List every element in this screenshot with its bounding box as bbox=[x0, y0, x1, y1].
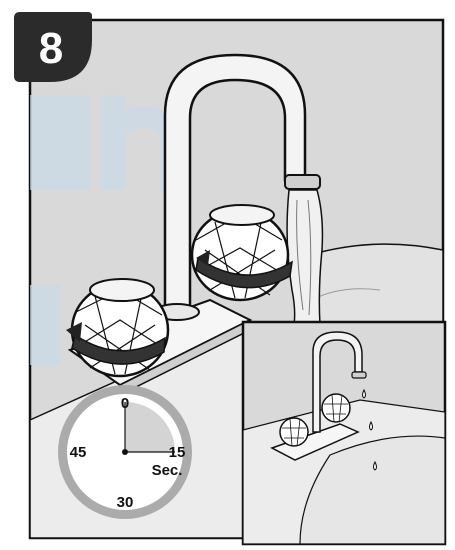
step-number: 8 bbox=[39, 24, 63, 73]
step-badge: 8 bbox=[14, 12, 92, 82]
inset-panel bbox=[243, 322, 445, 544]
timer-mark-15: 15 bbox=[169, 444, 186, 461]
timer-unit: Sec. bbox=[152, 462, 183, 479]
timer-mark-0: 0 bbox=[121, 395, 129, 412]
timer-dial: 0 15 Sec. 30 45 bbox=[58, 385, 192, 519]
timer-mark-45: 45 bbox=[70, 444, 87, 461]
timer-mark-30: 30 bbox=[117, 494, 134, 511]
